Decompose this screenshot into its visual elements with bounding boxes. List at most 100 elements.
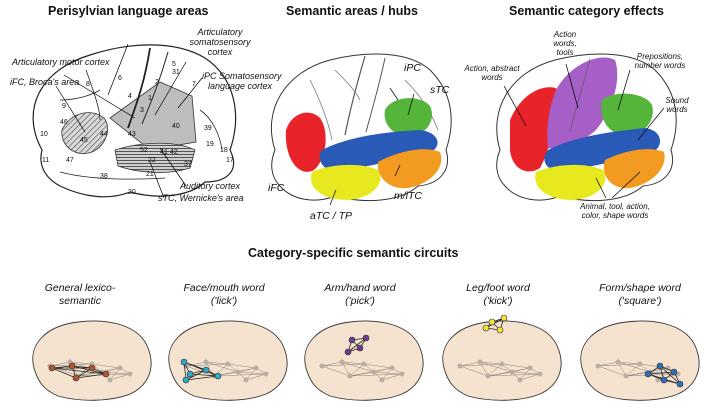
circuit-node: [235, 369, 241, 375]
cat-yellow: [535, 164, 606, 200]
circuit-highlight-node: [48, 364, 56, 372]
hub-yellow-atc: [310, 164, 381, 200]
brodmann-3: 3: [140, 107, 144, 114]
central-sulcus: [127, 47, 151, 129]
circuit-4-title-1: Form/shape word: [599, 282, 681, 294]
brodmann-17: 17: [226, 157, 234, 164]
circuit-highlight-link: [71, 365, 93, 369]
circuit-highlight-node: [348, 336, 356, 344]
circuit-link: [519, 373, 541, 381]
label-broca: iFC, Broca's area: [10, 77, 80, 87]
circuit-link: [617, 361, 641, 365]
circuit-2-title-2: ('pick'): [345, 295, 375, 307]
cat-label-sound-1: Sound: [665, 96, 689, 105]
circuit-highlight-link: [183, 361, 219, 377]
circuit-link: [459, 365, 489, 377]
circuit-node: [371, 369, 377, 375]
cat-label-animal-2: color, shape words: [581, 211, 649, 220]
circuit-3-title-2: ('kick'): [483, 295, 513, 307]
hub-label-ifc: iFC: [268, 182, 285, 194]
brodmann-31: 31: [172, 69, 180, 76]
brodmann-10: 10: [40, 131, 48, 138]
label-ipc-line1: iPC Somatosensory: [202, 71, 282, 81]
brodmann-8: 8: [86, 81, 90, 88]
circuit-link: [479, 361, 503, 365]
circuit-highlight-node: [182, 376, 190, 384]
brodmann-7: 7: [192, 81, 196, 88]
broca-region: [61, 112, 108, 154]
circuit-highlight-node: [670, 368, 678, 376]
circuit-node: [339, 359, 345, 365]
circuit-node: [127, 371, 133, 377]
circuit-highlight-link: [51, 367, 107, 375]
circuit-node: [485, 373, 491, 379]
circuit-node: [517, 377, 523, 383]
circuit-1-title-2: ('lick'): [210, 295, 238, 307]
circuit-highlight-node: [362, 334, 370, 342]
circuit-link: [459, 363, 503, 367]
hub-label-ipc: iPC: [404, 62, 421, 74]
circuit-link: [373, 367, 393, 373]
circuit-link: [625, 363, 641, 377]
circuit-link: [617, 361, 651, 373]
circuit-node: [623, 373, 629, 379]
cat-red: [510, 87, 557, 172]
brodmann-52: 52: [140, 147, 148, 154]
circuit-link: [341, 361, 365, 365]
circuit-node: [117, 365, 123, 371]
hub-label-stc: sTC: [430, 84, 450, 96]
circuit-highlight-link: [75, 373, 107, 379]
circuit-link: [597, 361, 619, 367]
circuit-highlight-node: [500, 314, 508, 322]
brodmann-45: 45: [80, 137, 88, 144]
circuit-link: [487, 363, 503, 377]
circuit-brain-3: [442, 314, 562, 401]
circuit-link: [381, 373, 403, 381]
circuit-4-title-2: ('square'): [618, 295, 662, 307]
brodmann-42: 42: [170, 149, 178, 156]
circuit-link: [205, 361, 239, 373]
circuit-link: [69, 361, 93, 365]
circuit-link: [617, 361, 627, 377]
circuit-link: [341, 361, 375, 373]
brodmann-43: 43: [128, 131, 136, 138]
title-hubs: Semantic areas / hubs: [286, 4, 419, 18]
circuit-brain-outline-1: [168, 320, 288, 401]
circuit-highlight-node: [68, 362, 76, 370]
brodmann-38: 38: [100, 173, 108, 180]
circuit-link: [519, 367, 531, 381]
circuit-highlight-link: [185, 369, 207, 381]
cat-label-prepositions-2: number words: [634, 61, 686, 70]
circuit-brain-outline-0: [32, 320, 152, 401]
circuit-link: [109, 367, 121, 381]
hub-label-atc: aTC / TP: [310, 210, 353, 222]
circuit-highlight-node: [676, 380, 684, 388]
circuit-link: [459, 361, 481, 367]
brodmann-40: 40: [172, 123, 180, 130]
circuit-highlight-node: [186, 370, 194, 378]
cat-purple: [547, 57, 618, 149]
label-ipc-line2: language cortex: [208, 81, 273, 91]
circuit-highlight-node: [202, 366, 210, 374]
circuit-link: [349, 373, 403, 377]
title-circuits: Category-specific semantic circuits: [248, 246, 459, 260]
circuit-highlight-node: [482, 324, 490, 332]
circuit-link: [511, 367, 531, 373]
circuit-0-title-1: General lexico-: [44, 282, 116, 294]
brodmann-19: 19: [206, 141, 214, 148]
circuit-node: [477, 359, 483, 365]
circuit-link: [381, 367, 393, 381]
circuit-node: [107, 377, 113, 383]
circuit-link: [185, 361, 207, 367]
circuit-highlight-node: [356, 344, 364, 352]
circuit-2-title-1: Arm/hand word: [324, 282, 396, 294]
circuit-link: [185, 365, 215, 377]
brodmann-1: 1: [148, 95, 152, 102]
circuit-link: [479, 361, 489, 377]
brodmann-39: 39: [204, 125, 212, 132]
cat-label-animal-1: Animal, tool, action,: [580, 202, 650, 211]
brodmann-2: 2: [155, 79, 159, 86]
